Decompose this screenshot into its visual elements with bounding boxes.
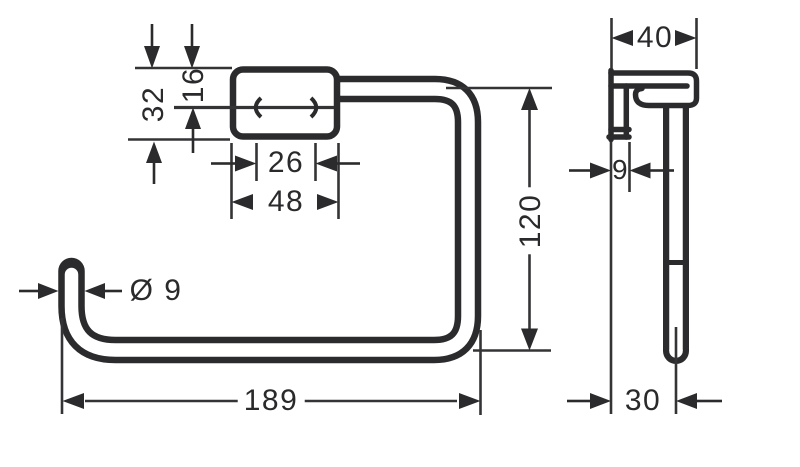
screw-hole-left-arc <box>253 96 263 119</box>
dim-label-plate-depth: 9 <box>611 154 629 185</box>
dim-label-plate-width: 48 <box>267 185 305 218</box>
dim-label-wall-to-tube-axis: 30 <box>624 384 662 417</box>
front-view <box>19 24 552 415</box>
dim-label-tube-diameter: Ø 9 <box>129 274 183 307</box>
front-extension-lines <box>60 86 552 415</box>
arm-outer-contour <box>608 70 700 109</box>
dim-label-edge-to-hole-axis: 16 <box>177 66 210 104</box>
wall-plate-front <box>229 66 341 140</box>
side-ring-bar <box>663 92 689 364</box>
side-view <box>567 18 722 414</box>
dim-label-overall-depth: 40 <box>636 21 674 54</box>
side-bracket-profile <box>606 67 700 143</box>
side-extension-lines <box>609 18 698 414</box>
dim-label-plate-height: 32 <box>137 85 170 123</box>
dim-label-hole-spacing: 26 <box>267 146 305 179</box>
screw-hole-right-arc <box>309 96 319 119</box>
ring-outline <box>58 75 482 364</box>
front-arrows <box>19 24 538 409</box>
dim-label-overall-height: 120 <box>514 187 547 255</box>
side-arrows <box>567 30 722 409</box>
dim-label-overall-width: 189 <box>237 386 305 416</box>
